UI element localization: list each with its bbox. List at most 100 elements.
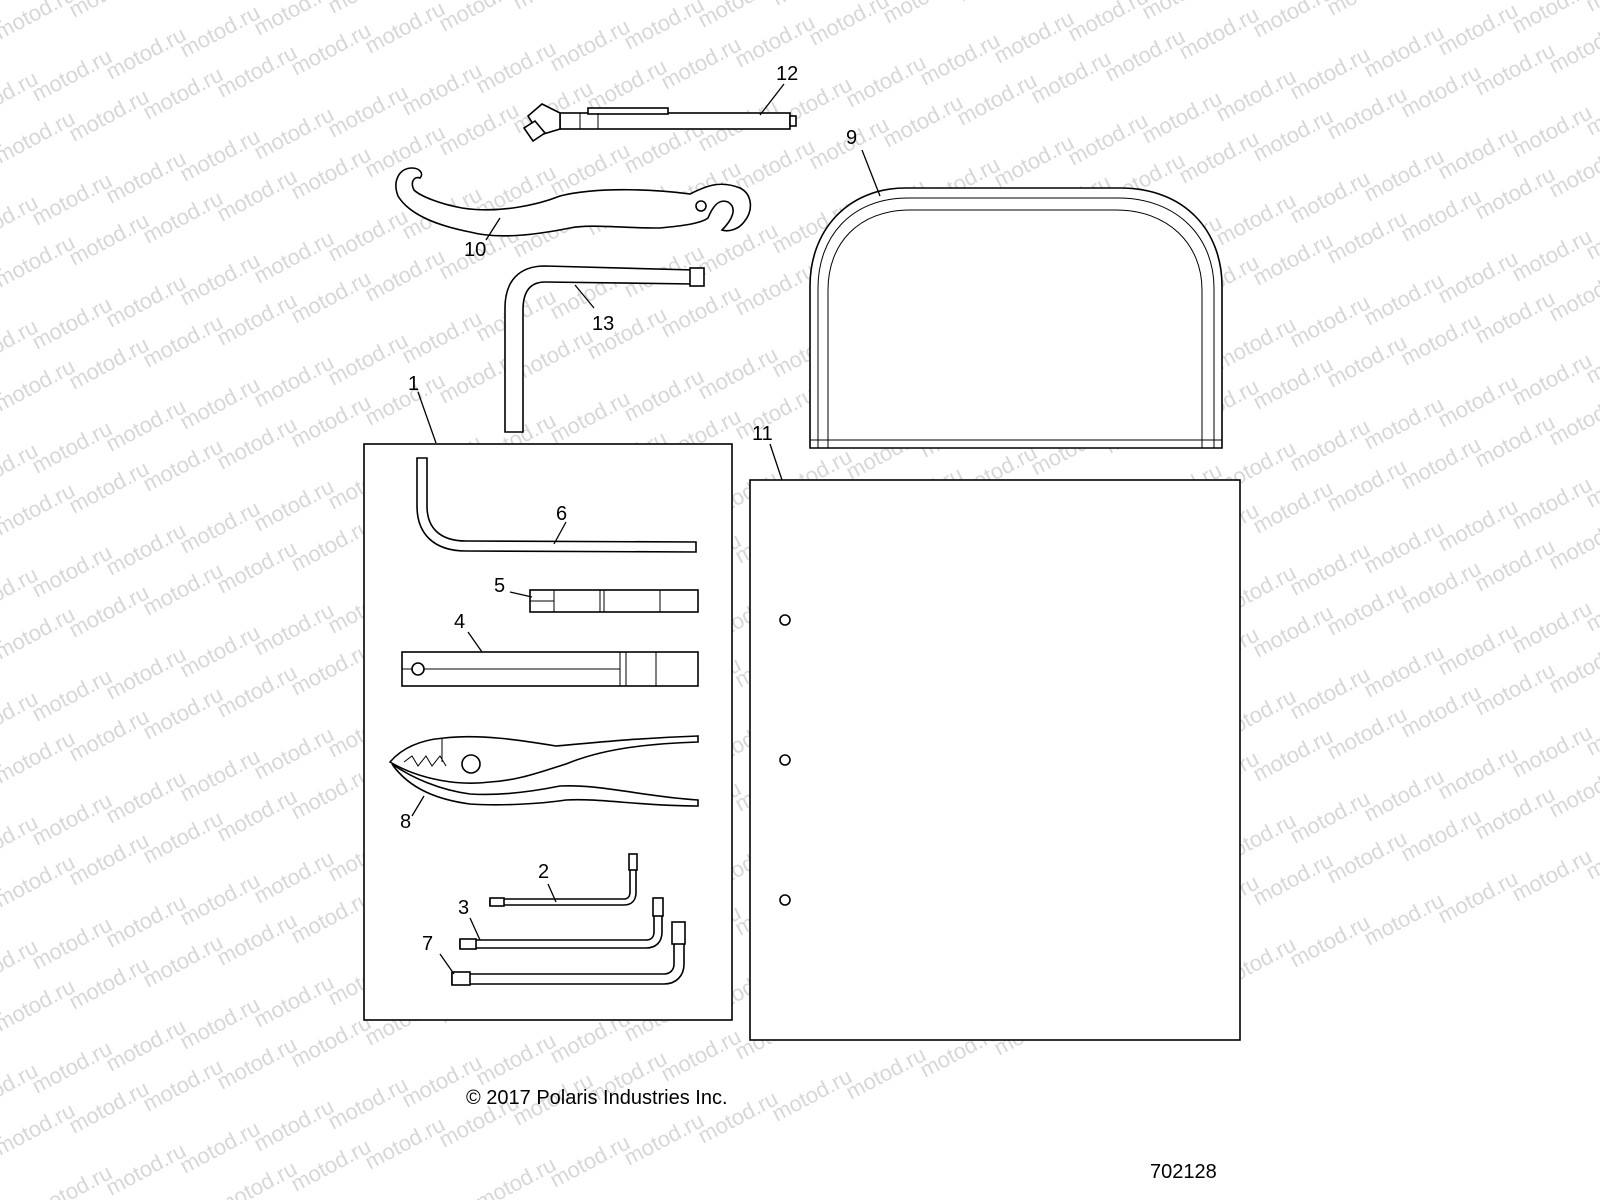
watermark-text: motod.ru <box>1323 454 1411 517</box>
watermark-text: motod.ru <box>250 474 338 537</box>
watermark-text: motod.ru <box>102 270 190 333</box>
callout-3: 3 <box>458 897 469 919</box>
watermark-text: motod.ru <box>139 434 227 497</box>
watermark-text: motod.ru <box>1286 414 1374 477</box>
watermark-text: motod.ru <box>620 0 708 54</box>
part-2-torx-key <box>489 853 638 907</box>
watermark-text: motod.ru <box>1545 16 1600 79</box>
watermark-text: motod.ru <box>398 58 486 121</box>
callout-11: 11 <box>752 423 773 445</box>
watermark-text: motod.ru <box>213 660 301 723</box>
watermark-text: motod.ru <box>1249 600 1337 663</box>
watermark-text: motod.ru <box>1286 786 1374 849</box>
watermark-text: motod.ru <box>1508 596 1596 659</box>
callout-2: 2 <box>538 861 549 883</box>
callout-5: 5 <box>494 575 505 597</box>
watermark-text: motod.ru <box>1434 742 1522 805</box>
watermark-text: motod.ru <box>1545 264 1600 327</box>
watermark-text: motod.ru <box>1360 268 1448 331</box>
watermark-text: motod.ru <box>176 744 264 807</box>
watermark-text: motod.ru <box>1360 640 1448 703</box>
watermark-text: motod.ru <box>287 142 375 205</box>
watermark-text: motod.ru <box>472 1028 560 1091</box>
watermark-text: motod.ru <box>1360 392 1448 455</box>
part-1-tool-kit-frame <box>363 443 733 1021</box>
part-7-torx-key <box>451 921 686 986</box>
watermark-text: motod.ru <box>620 364 708 427</box>
part-3-torx-key <box>459 897 664 950</box>
watermark-text: motod.ru <box>65 332 153 395</box>
callout-4: 4 <box>454 611 465 633</box>
diagram-number: 702128 <box>1150 1161 1217 1183</box>
callout-7: 7 <box>422 933 433 955</box>
leader-8 <box>411 795 425 817</box>
watermark-text: motod.ru <box>657 280 745 343</box>
watermark-text: motod.ru <box>213 1032 301 1095</box>
part-4-plug-wrench <box>401 651 699 687</box>
watermark-text: motod.ru <box>1323 702 1411 765</box>
watermark-text: motod.ru <box>102 642 190 705</box>
callout-1: 1 <box>408 373 419 395</box>
watermark-text: motod.ru <box>28 292 116 355</box>
watermark-text: motod.ru <box>287 638 375 701</box>
watermark-text: motod.ru <box>879 90 967 153</box>
watermark-text: motod.ru <box>1286 290 1374 353</box>
watermark-text: motod.ru <box>990 6 1078 69</box>
watermark-text: motod.ru <box>102 22 190 85</box>
callout-10: 10 <box>464 239 486 261</box>
watermark-text: motod.ru <box>1138 0 1226 24</box>
leader-13 <box>574 284 595 309</box>
watermark-text: motod.ru <box>213 40 301 103</box>
watermark-text: motod.ru <box>1027 46 1115 109</box>
watermark-text: motod.ru <box>1471 410 1559 473</box>
watermark-text: motod.ru <box>65 828 153 891</box>
watermark-text: motod.ru <box>1286 910 1374 973</box>
watermark-text: motod.ru <box>176 124 264 187</box>
watermark-text: motod.ru <box>1323 206 1411 269</box>
watermark-text: motod.ru <box>731 382 819 445</box>
leader-1 <box>417 391 437 444</box>
watermark-text: motod.ru <box>1286 538 1374 601</box>
watermark-text: motod.ru <box>472 1152 560 1200</box>
callout-9: 9 <box>846 127 857 149</box>
watermark-text: motod.ru <box>176 868 264 931</box>
watermark-text: motod.ru <box>0 230 79 293</box>
watermark-text: motod.ru <box>1212 188 1300 251</box>
watermark-text: motod.ru <box>213 412 301 475</box>
watermark-text: motod.ru <box>1545 636 1600 699</box>
watermark-text: motod.ru <box>250 102 338 165</box>
watermark-text: motod.ru <box>250 350 338 413</box>
watermark-text: motod.ru <box>287 1010 375 1073</box>
watermark-text: motod.ru <box>1434 370 1522 433</box>
watermark-text: motod.ru <box>65 1076 153 1139</box>
watermark-text: motod.ru <box>1397 184 1485 247</box>
watermark-text: motod.ru <box>583 54 671 117</box>
watermark-text: motod.ru <box>1397 680 1485 743</box>
watermark-text: motod.ru <box>1508 100 1596 163</box>
watermark-text: motod.ru <box>361 1112 449 1175</box>
watermark-text: motod.ru <box>0 726 79 789</box>
watermark-text: motod.ru <box>1212 64 1300 127</box>
watermark-text: motod.ru <box>0 974 79 1037</box>
watermark-text: motod.ru <box>398 306 486 369</box>
watermark-text: motod.ru <box>0 850 79 913</box>
watermark-text: motod.ru <box>1249 476 1337 539</box>
watermark-text: motod.ru <box>694 0 782 32</box>
watermark-text: motod.ru <box>546 386 634 449</box>
watermark-text: motod.ru <box>1434 866 1522 929</box>
watermark-text: motod.ru <box>1397 308 1485 371</box>
watermark-text: motod.ru <box>0 1098 79 1161</box>
part-13-l-bar <box>504 265 705 433</box>
watermark-text: motod.ru <box>28 1036 116 1099</box>
watermark-text: motod.ru <box>620 1108 708 1171</box>
watermark-text: motod.ru <box>842 1042 930 1105</box>
watermark-text: motod.ru <box>102 146 190 209</box>
watermark-text: motod.ru <box>213 784 301 847</box>
watermark-text: motod.ru <box>435 0 523 36</box>
watermark-text: motod.ru <box>879 0 967 28</box>
watermark-text: motod.ru <box>990 130 1078 193</box>
watermark-text: motod.ru <box>1286 166 1374 229</box>
watermark-text: motod.ru <box>842 50 930 113</box>
watermark-text: motod.ru <box>1545 512 1600 575</box>
watermark-text: motod.ru <box>1249 104 1337 167</box>
